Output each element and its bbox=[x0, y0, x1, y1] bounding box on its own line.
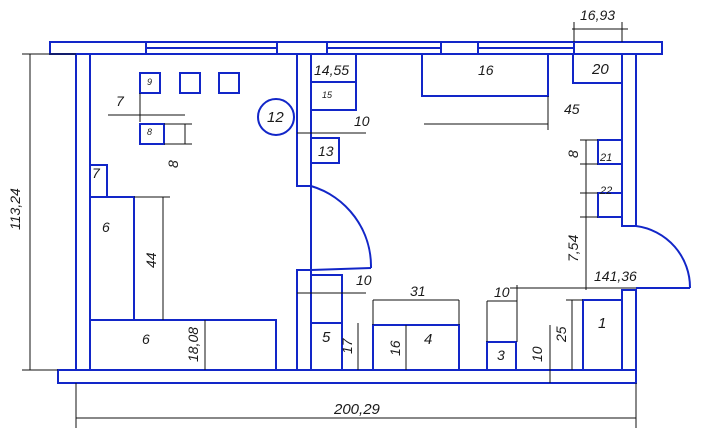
window-top-3 bbox=[477, 41, 575, 55]
right-wall-lower bbox=[621, 289, 637, 371]
label-44: 44 bbox=[143, 252, 159, 268]
label-7-54: 7,54 bbox=[565, 235, 581, 262]
label-22: 22 bbox=[599, 185, 612, 197]
label-8-right: 8 bbox=[565, 150, 581, 158]
label-7-b: 7 bbox=[92, 165, 101, 181]
element-20 bbox=[572, 53, 623, 84]
label-31: 31 bbox=[410, 283, 426, 299]
door-exterior bbox=[622, 225, 692, 289]
window-top-1 bbox=[145, 41, 278, 55]
label-21: 21 bbox=[599, 152, 612, 164]
window-top-2 bbox=[326, 41, 442, 55]
element-21 bbox=[597, 139, 623, 165]
partition-lower bbox=[296, 269, 312, 371]
bottom-wall bbox=[57, 369, 637, 384]
label-1: 1 bbox=[598, 315, 606, 332]
label-16-b: 16 bbox=[387, 340, 403, 356]
element-16-top bbox=[421, 53, 549, 97]
label-13: 13 bbox=[318, 143, 334, 159]
top-wall-right bbox=[573, 41, 663, 55]
label-7-a: 7 bbox=[116, 93, 125, 109]
top-wall-mid2 bbox=[440, 41, 479, 55]
label-20: 20 bbox=[591, 61, 609, 78]
left-wall bbox=[75, 53, 91, 371]
element-12-circle bbox=[257, 98, 295, 136]
label-8-small: 8 bbox=[147, 127, 152, 137]
label-16-93: 16,93 bbox=[580, 7, 615, 23]
dimension-lines bbox=[22, 22, 637, 428]
label-9: 9 bbox=[147, 77, 152, 87]
top-wall-left bbox=[49, 41, 147, 55]
element-6-bottom bbox=[89, 319, 277, 371]
element-square-2 bbox=[179, 72, 201, 94]
label-18-08: 18,08 bbox=[185, 327, 201, 362]
label-3: 3 bbox=[497, 347, 505, 363]
element-8 bbox=[139, 123, 165, 145]
labels: 16,93 113,24 200,29 14,55 16 20 15 45 10… bbox=[7, 7, 637, 418]
top-wall-mid bbox=[276, 41, 328, 55]
door-interior bbox=[310, 185, 373, 271]
partition-upper bbox=[296, 53, 312, 187]
label-141-36: 141,36 bbox=[594, 268, 637, 284]
label-45: 45 bbox=[564, 101, 580, 117]
label-200-29: 200,29 bbox=[333, 401, 381, 418]
label-10-c: 10 bbox=[494, 284, 510, 300]
element-square-3 bbox=[218, 72, 240, 94]
label-14-55: 14,55 bbox=[314, 62, 349, 78]
label-113-24: 113,24 bbox=[7, 188, 23, 230]
label-10-d: 10 bbox=[529, 346, 545, 362]
label-8-vert: 8 bbox=[165, 160, 181, 168]
label-17: 17 bbox=[339, 337, 355, 354]
label-12: 12 bbox=[267, 109, 284, 126]
label-15: 15 bbox=[322, 90, 333, 100]
element-6-tall bbox=[89, 196, 135, 321]
label-10-a: 10 bbox=[354, 113, 370, 129]
label-6-b: 6 bbox=[142, 331, 150, 347]
right-wall-upper bbox=[621, 53, 637, 227]
label-10-b: 10 bbox=[356, 272, 372, 288]
element-1 bbox=[582, 299, 623, 371]
label-5: 5 bbox=[322, 329, 331, 346]
element-3 bbox=[486, 341, 517, 371]
element-4 bbox=[372, 324, 460, 371]
label-16-top: 16 bbox=[478, 62, 494, 78]
element-9 bbox=[139, 72, 161, 94]
element-22 bbox=[597, 192, 623, 218]
furniture bbox=[89, 53, 623, 371]
label-25: 25 bbox=[553, 326, 569, 343]
label-4: 4 bbox=[424, 331, 432, 348]
label-6-a: 6 bbox=[102, 219, 110, 235]
element-13 bbox=[310, 137, 340, 164]
